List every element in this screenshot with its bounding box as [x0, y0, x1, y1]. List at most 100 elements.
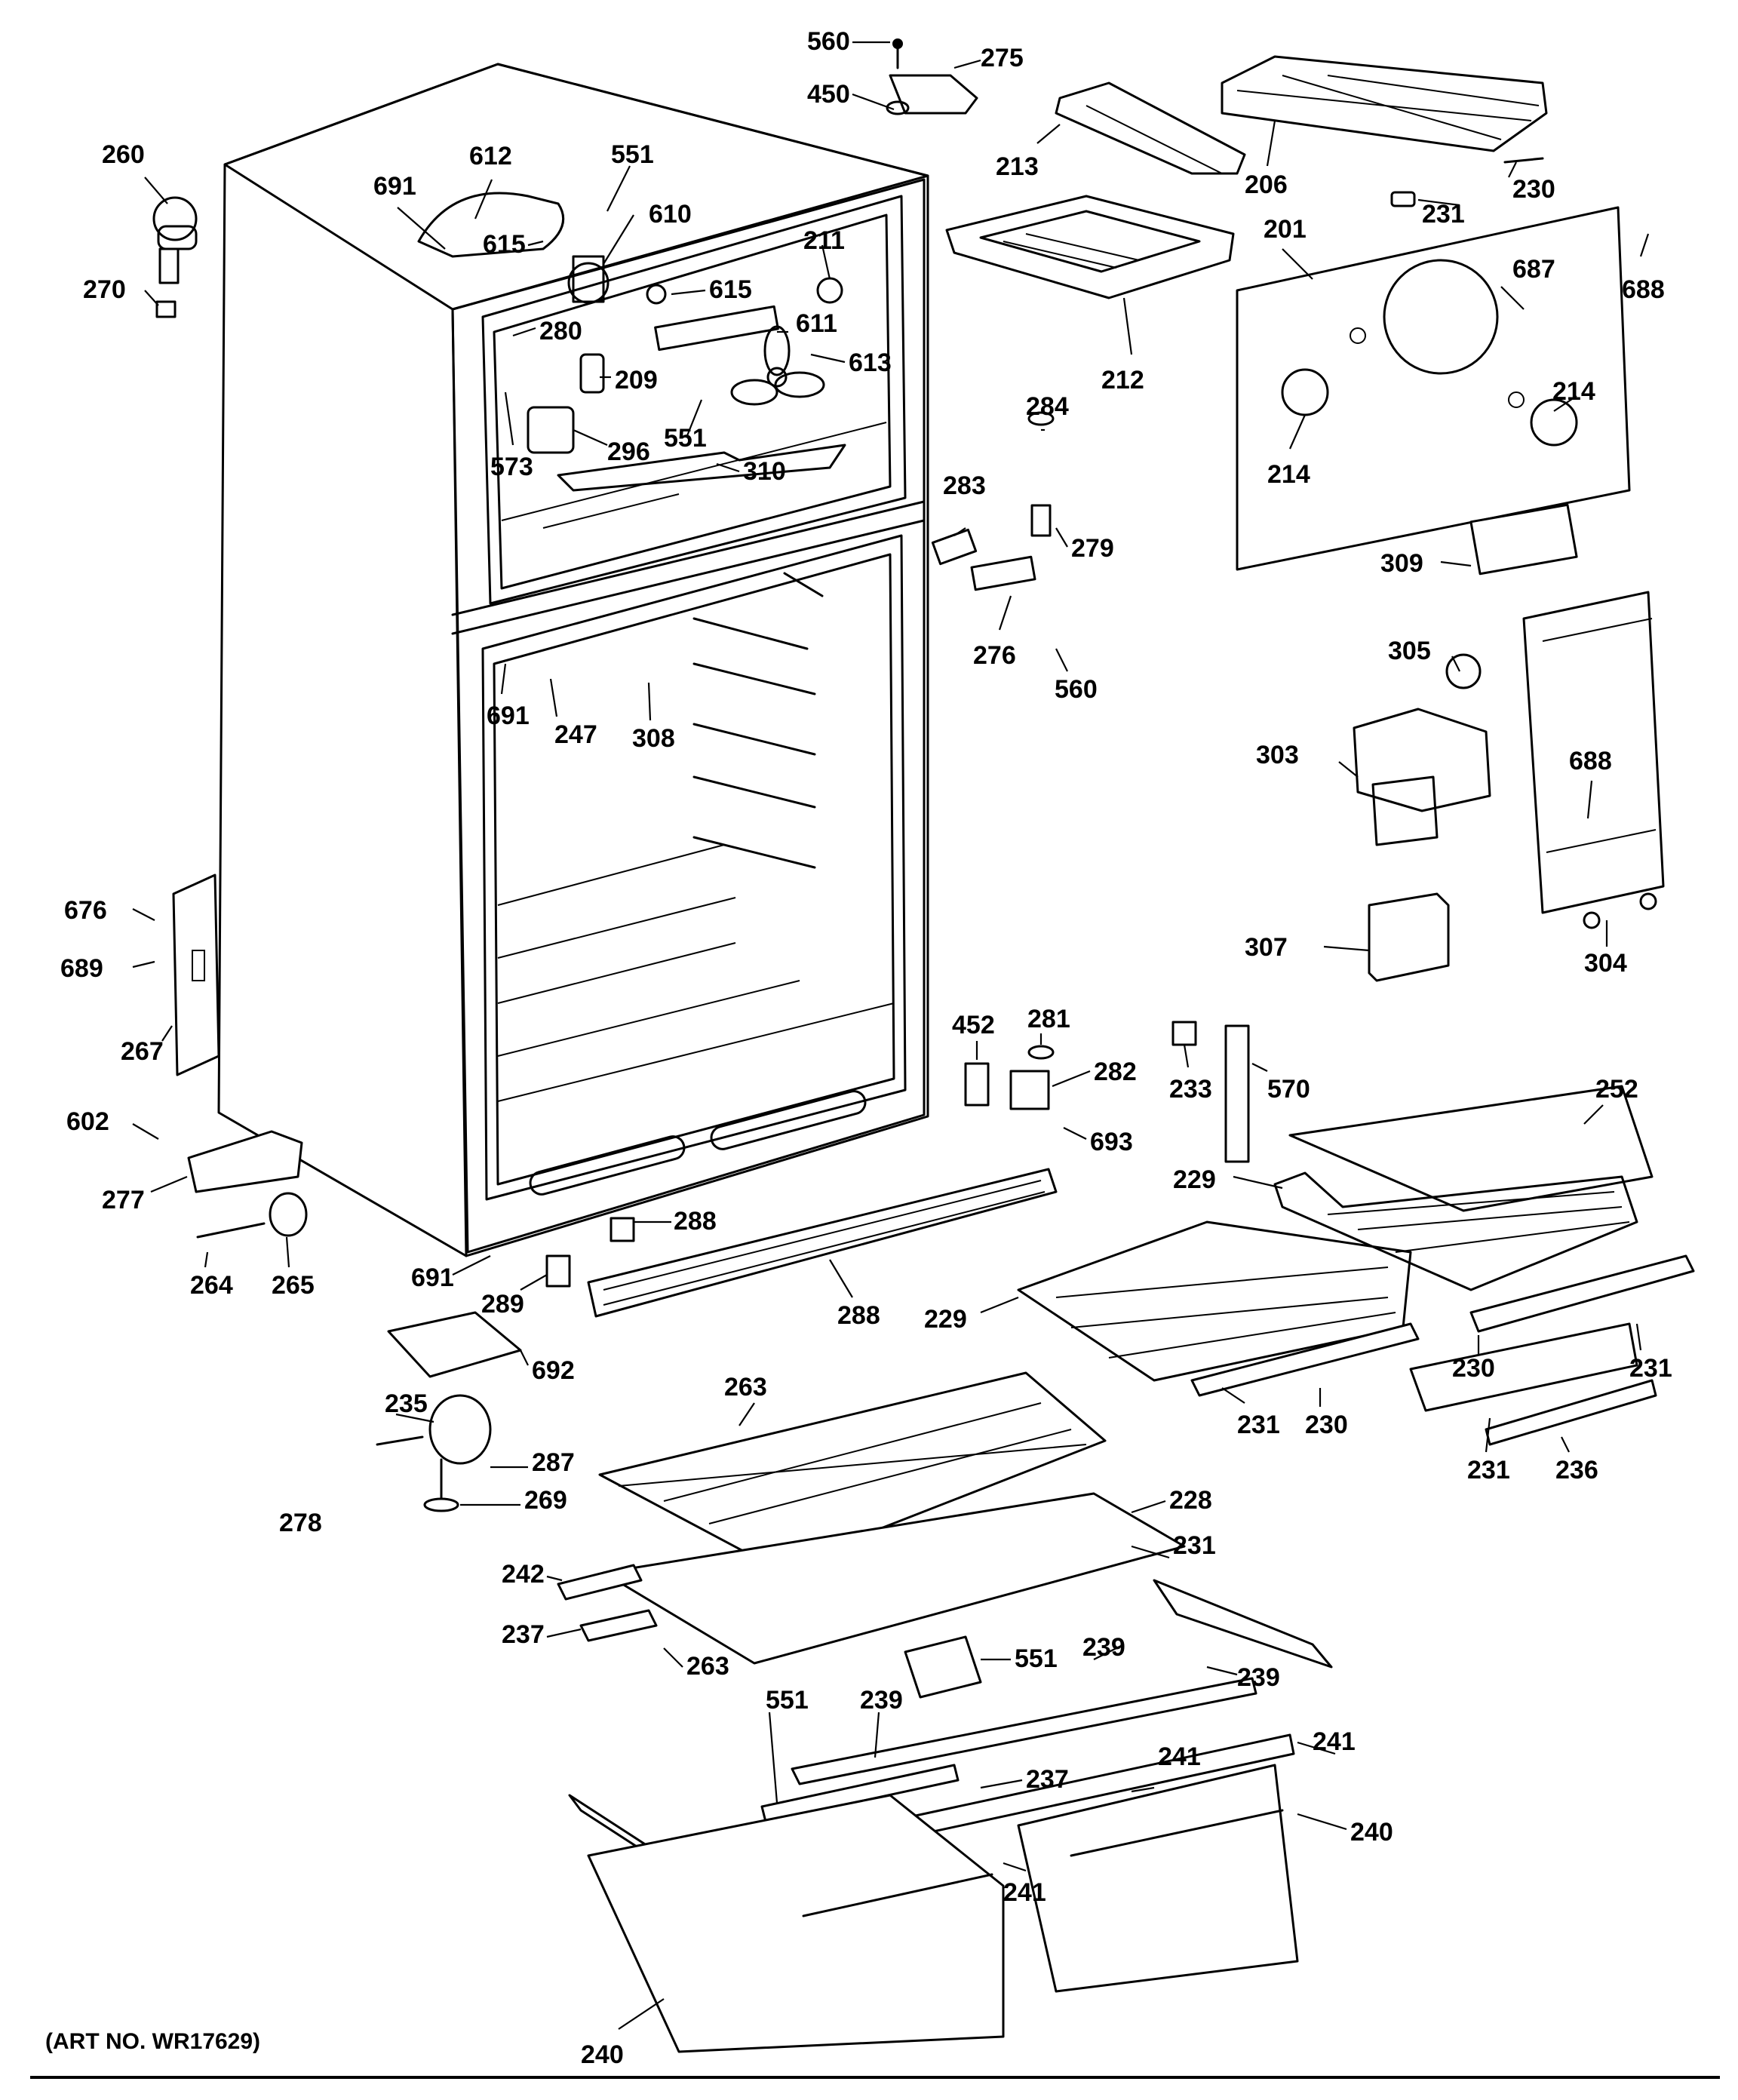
- callout-label: 281: [1027, 1005, 1070, 1033]
- callout-label: 231: [1422, 200, 1465, 229]
- wire-shelf-right: [1273, 1171, 1638, 1291]
- callout-label: 287: [532, 1448, 575, 1477]
- callout-label: 560: [1055, 675, 1098, 704]
- callout-label: 278: [279, 1509, 322, 1537]
- callout-label: 551: [664, 424, 707, 453]
- callout-label: 241: [1003, 1878, 1046, 1907]
- callout-label: 235: [385, 1389, 428, 1418]
- callout-label: 277: [102, 1186, 145, 1214]
- callout-label: 237: [502, 1620, 545, 1649]
- callout-label: 284: [1026, 392, 1069, 421]
- grille: [545, 1168, 1058, 1318]
- callout-label: 213: [996, 152, 1039, 181]
- callout-label: 231: [1237, 1411, 1280, 1439]
- callout-label: 692: [532, 1356, 575, 1385]
- callout-label: 239: [1237, 1663, 1280, 1692]
- callout-label: 263: [686, 1652, 729, 1681]
- callout-label: 231: [1629, 1354, 1672, 1383]
- ice-tray: [1055, 81, 1246, 175]
- callout-label: 242: [502, 1560, 545, 1589]
- callout-label: 551: [766, 1686, 809, 1715]
- callout-label: 211: [803, 226, 845, 255]
- callout-label: 228: [1169, 1486, 1212, 1515]
- fan-blade: [730, 325, 825, 406]
- callout-label: 691: [487, 702, 530, 730]
- callout-label: 551: [1015, 1644, 1058, 1673]
- callout-label: 247: [554, 720, 597, 749]
- refrigerator-cabinet: [217, 63, 929, 1257]
- callout-label: 289: [481, 1290, 524, 1319]
- callout-label: 610: [649, 200, 692, 229]
- callout-label: 212: [1101, 366, 1144, 395]
- callout-label: 551: [611, 140, 654, 169]
- crisper-frame: [557, 1564, 1333, 1902]
- glass-shelf-large: [598, 1371, 1107, 1570]
- callout-label: 279: [1071, 534, 1114, 563]
- callout-label: 264: [190, 1271, 233, 1300]
- callout-label: 270: [83, 275, 126, 304]
- callout-label: 615: [483, 230, 526, 259]
- wire-shelf-left: [1017, 1220, 1412, 1382]
- callout-label: 282: [1094, 1058, 1137, 1086]
- callout-label: 560: [807, 27, 850, 56]
- callout-label: 283: [943, 471, 986, 500]
- callout-label: 309: [1380, 549, 1423, 578]
- ice-bin: [945, 195, 1235, 299]
- left-hardware: [152, 196, 522, 1512]
- callout-label: 307: [1245, 933, 1288, 962]
- callout-label: 570: [1267, 1075, 1310, 1104]
- callout-label: 214: [1267, 460, 1310, 489]
- callout-labels: 560 275 450 213 206 230 231 201 688 687 …: [60, 27, 1672, 2069]
- wire-shelf-freezer: [1221, 55, 1548, 164]
- callout-label: 676: [64, 896, 107, 925]
- callout-label: 288: [837, 1301, 880, 1330]
- crisper-drawer-right: [1017, 1764, 1299, 1993]
- freezer-door-liner: [1236, 206, 1631, 576]
- callout-label: 263: [724, 1373, 767, 1402]
- callout-label: 688: [1622, 275, 1665, 304]
- callout-label: 231: [1467, 1456, 1510, 1484]
- callout-label: 303: [1256, 741, 1299, 769]
- callout-label: 230: [1305, 1411, 1348, 1439]
- callout-label: 296: [607, 438, 650, 466]
- callout-label: 276: [973, 641, 1016, 670]
- callout-label: 230: [1452, 1354, 1495, 1383]
- callout-label: 231: [1173, 1531, 1216, 1560]
- callout-label: 233: [1169, 1075, 1212, 1104]
- callout-label: 206: [1245, 170, 1288, 199]
- callout-label: 304: [1584, 949, 1627, 978]
- callout-label: 229: [924, 1305, 967, 1334]
- callout-label: 241: [1313, 1727, 1356, 1756]
- callout-label: 240: [581, 2040, 624, 2069]
- callout-label: 613: [849, 348, 892, 377]
- callout-label: 275: [981, 44, 1024, 72]
- callout-label: 615: [709, 275, 752, 304]
- callout-label: 691: [411, 1263, 454, 1292]
- callout-label: 236: [1555, 1456, 1598, 1484]
- callout-label: 452: [952, 1011, 995, 1039]
- callout-label: 239: [1082, 1633, 1125, 1662]
- callout-label: 241: [1158, 1742, 1201, 1771]
- callout-label: 611: [796, 309, 837, 338]
- callout-label: 612: [469, 142, 512, 170]
- callout-label: 237: [1026, 1765, 1069, 1794]
- art-number: (ART NO. WR17629): [45, 2029, 261, 2054]
- callout-label: 260: [102, 140, 145, 169]
- callout-label: 693: [1090, 1128, 1133, 1156]
- top-hinge: [886, 38, 978, 115]
- callout-label: 267: [121, 1037, 164, 1066]
- glass-shelf-upper: [1288, 1085, 1654, 1212]
- callout-label: 688: [1569, 747, 1612, 775]
- callout-label: 240: [1350, 1818, 1393, 1847]
- callout-label: 201: [1264, 215, 1307, 244]
- shelf-trim: [1190, 1254, 1695, 1446]
- callout-label: 450: [807, 80, 850, 109]
- callout-label: 687: [1512, 255, 1555, 284]
- callout-label: 252: [1595, 1075, 1638, 1104]
- callout-label: 280: [539, 317, 582, 345]
- callout-label: 288: [674, 1207, 717, 1236]
- callout-label: 305: [1388, 637, 1431, 665]
- footer-rule: [30, 2076, 1720, 2079]
- callout-label: 209: [615, 366, 658, 395]
